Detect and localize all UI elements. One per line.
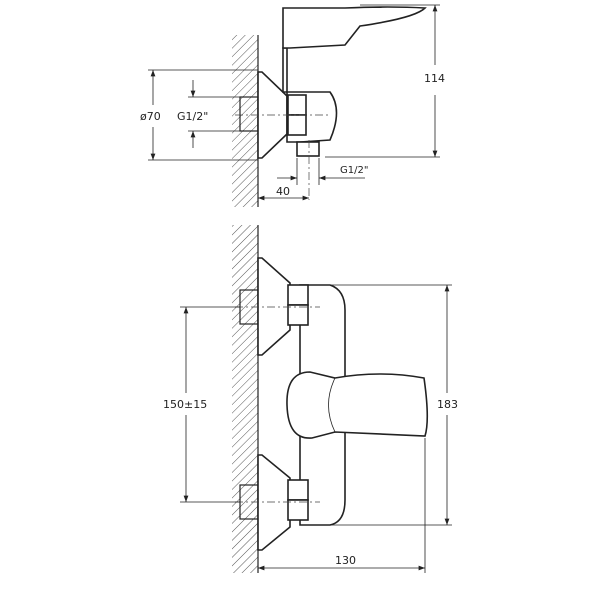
outlet bbox=[296, 141, 320, 157]
wall-hatch bbox=[232, 225, 258, 573]
outlet-thread-label: G1/2" bbox=[340, 165, 369, 176]
wall-hatch bbox=[232, 35, 258, 207]
projection-label: 130 bbox=[335, 554, 356, 567]
lower-flange bbox=[257, 454, 291, 551]
side-height-label: 114 bbox=[424, 72, 445, 85]
side-view bbox=[148, 4, 440, 207]
handle bbox=[282, 6, 427, 49]
nut bbox=[287, 94, 307, 116]
lever-handle bbox=[286, 371, 429, 439]
flange-diameter-label: ø70 bbox=[140, 110, 161, 123]
inlet-thread-label: G1/2" bbox=[177, 110, 209, 123]
front-view bbox=[180, 225, 452, 573]
inlet-spacing-label: 150±15 bbox=[163, 398, 208, 411]
front-height-label: 183 bbox=[437, 398, 458, 411]
upper-flange bbox=[257, 257, 291, 356]
wall-offset-label: 40 bbox=[276, 185, 290, 198]
